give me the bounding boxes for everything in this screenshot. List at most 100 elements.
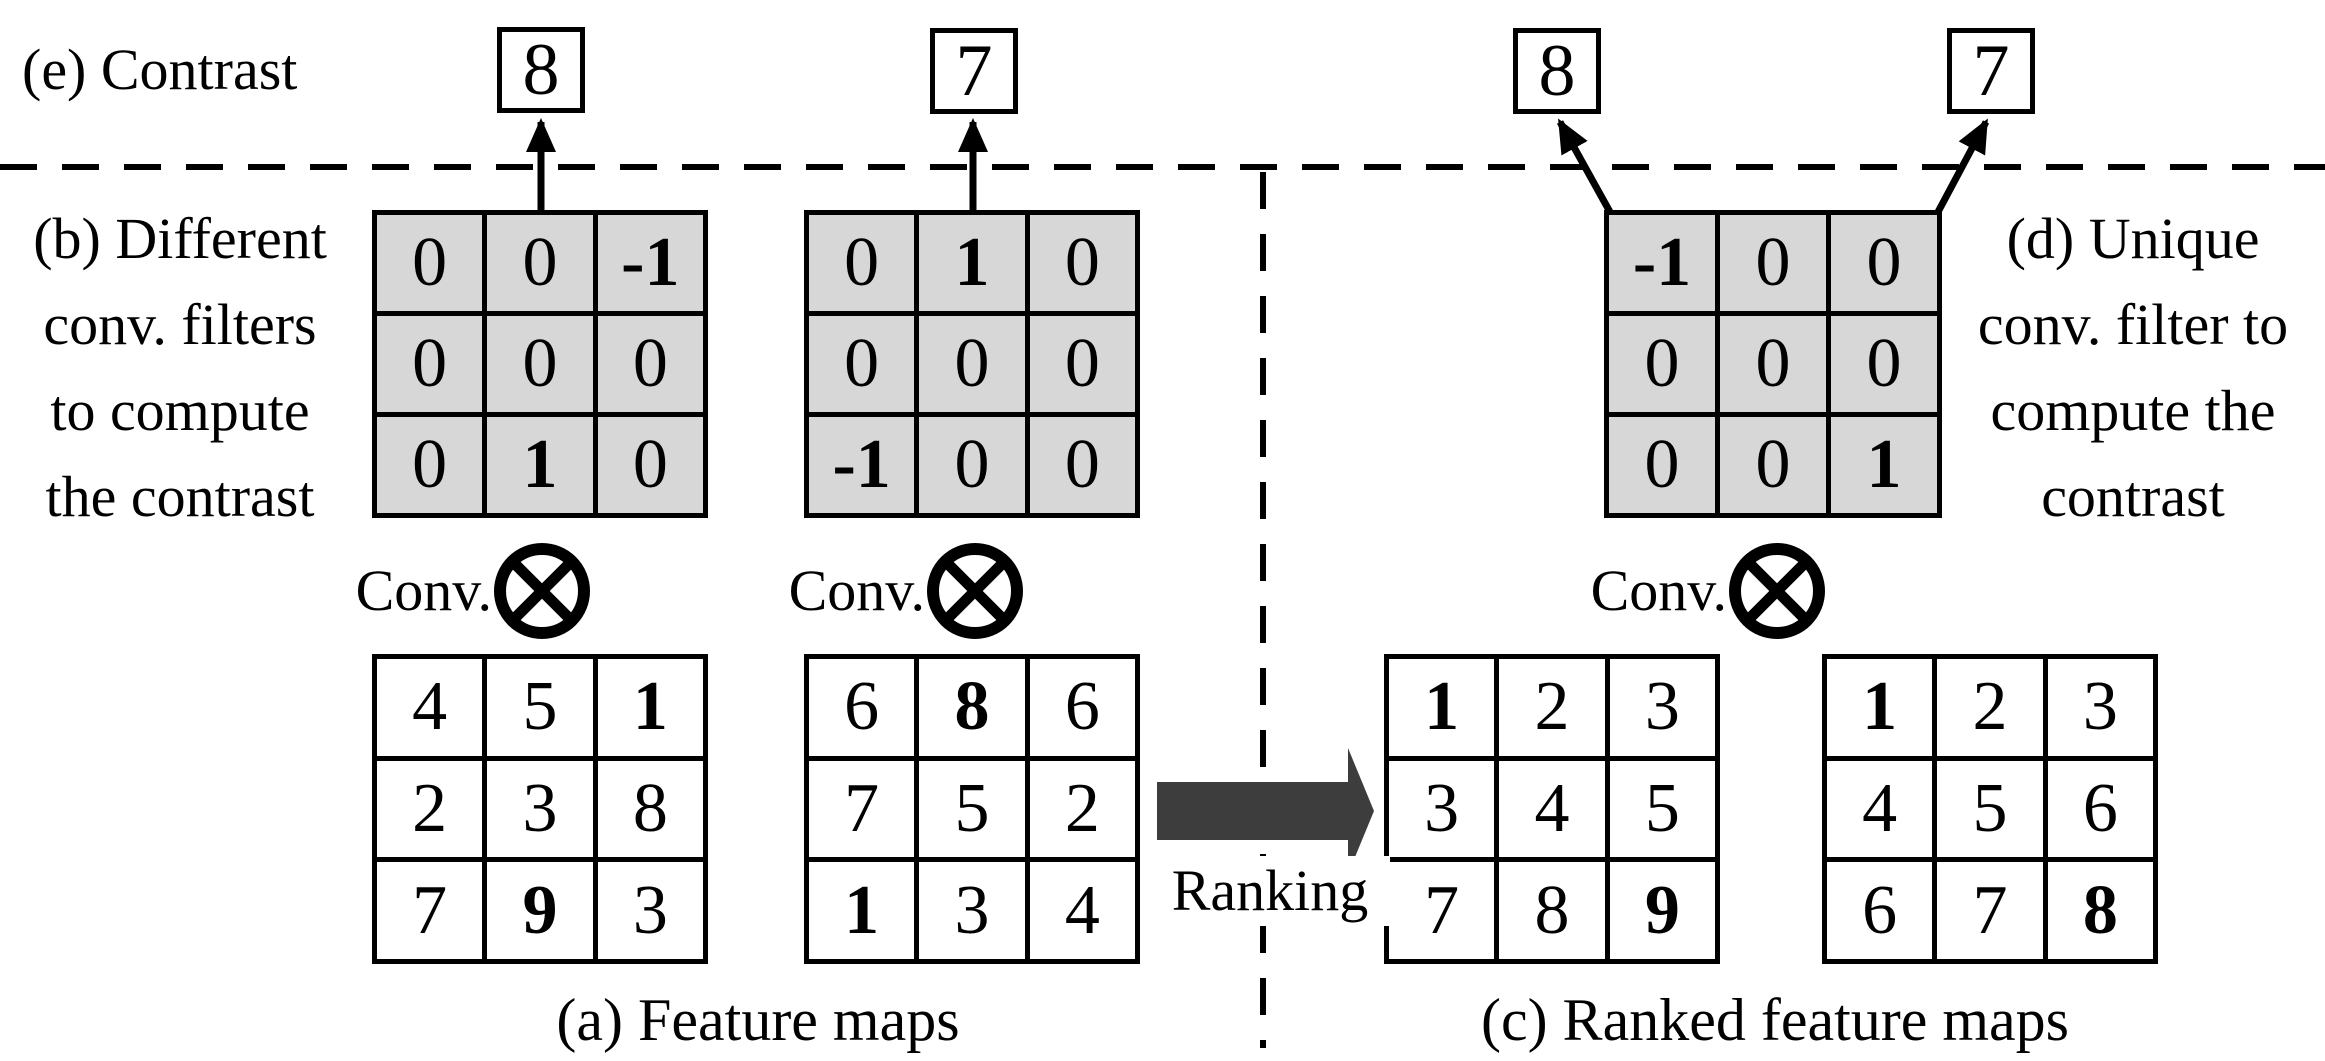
matrix-cell: 5 bbox=[1609, 760, 1715, 858]
matrix-cell: 7 bbox=[1389, 862, 1495, 959]
matrix-cell: 9 bbox=[487, 862, 593, 959]
matrix-cell: 3 bbox=[1389, 760, 1495, 858]
matrix-cell: 8 bbox=[1499, 862, 1605, 959]
panel-b-line-4: the contrast bbox=[45, 464, 315, 529]
matrix-cell: 6 bbox=[1827, 862, 1933, 959]
matrix-cell: 1 bbox=[1389, 659, 1495, 756]
matrix-cell: 0 bbox=[1029, 417, 1135, 513]
matrix-cell: 0 bbox=[1720, 215, 1826, 311]
matrix-cell: 6 bbox=[2047, 760, 2153, 858]
ranking-arrow bbox=[1157, 748, 1374, 874]
matrix-cell: 8 bbox=[919, 659, 1025, 756]
matrix-cell: 1 bbox=[809, 862, 915, 959]
matrix-cell: 1 bbox=[1827, 659, 1933, 756]
panel-d-line-4: contrast bbox=[2041, 464, 2225, 529]
panel-b-line-1: (b) Different bbox=[33, 206, 327, 271]
matrix-cell: 0 bbox=[1609, 316, 1715, 412]
matrix-cell: 7 bbox=[809, 760, 915, 858]
unique-filter-matrix: -1 0 0 0 0 0 0 0 1 bbox=[1604, 210, 1942, 518]
matrix-cell: 0 bbox=[377, 417, 483, 513]
matrix-cell: 0 bbox=[597, 316, 703, 412]
matrix-cell: 0 bbox=[1029, 215, 1135, 311]
panel-d-line-1: (d) Unique bbox=[2006, 206, 2260, 271]
panel-c-label: (c) Ranked feature maps bbox=[1480, 987, 2070, 1053]
matrix-cell: 0 bbox=[809, 215, 915, 311]
matrix-cell: 5 bbox=[919, 760, 1025, 858]
conv-label-2: Conv. bbox=[788, 558, 925, 623]
matrix-cell: 0 bbox=[487, 316, 593, 412]
matrix-cell: 1 bbox=[597, 659, 703, 756]
matrix-cell: 7 bbox=[1937, 862, 2043, 959]
conv-unit-3: Conv. bbox=[1567, 541, 1827, 641]
matrix-cell: 0 bbox=[1609, 417, 1715, 513]
contrast-value-3: 8 bbox=[1538, 29, 1576, 112]
matrix-cell: 0 bbox=[1720, 316, 1826, 412]
matrix-cell: 2 bbox=[1029, 760, 1135, 858]
matrix-cell: 0 bbox=[597, 417, 703, 513]
matrix-cell: 4 bbox=[377, 659, 483, 756]
matrix-cell: 4 bbox=[1029, 862, 1135, 959]
matrix-cell: 7 bbox=[377, 862, 483, 959]
filter-matrix-2: 0 1 0 0 0 0 -1 0 0 bbox=[804, 210, 1140, 518]
matrix-cell: 2 bbox=[377, 760, 483, 858]
panel-a-label: (a) Feature maps bbox=[556, 987, 960, 1053]
matrix-cell: -1 bbox=[597, 215, 703, 311]
matrix-cell: 0 bbox=[919, 417, 1025, 513]
matrix-cell: 0 bbox=[1720, 417, 1826, 513]
circled-times-icon bbox=[494, 543, 590, 639]
matrix-cell: 4 bbox=[1827, 760, 1933, 858]
panel-b-label: (b) Different conv. filters to compute t… bbox=[0, 196, 360, 540]
matrix-cell: 4 bbox=[1499, 760, 1605, 858]
conv-unit-2: Conv. bbox=[765, 541, 1025, 641]
matrix-cell: 0 bbox=[377, 215, 483, 311]
matrix-cell: 0 bbox=[1029, 316, 1135, 412]
circled-times-icon bbox=[927, 543, 1023, 639]
matrix-cell: 0 bbox=[919, 316, 1025, 412]
matrix-cell: 3 bbox=[487, 760, 593, 858]
contrast-box-4: 7 bbox=[1947, 28, 2035, 114]
ranking-label: Ranking bbox=[1150, 856, 1390, 926]
matrix-cell: 8 bbox=[597, 760, 703, 858]
matrix-cell: 6 bbox=[809, 659, 915, 756]
panel-e-label: (e) Contrast bbox=[22, 37, 298, 102]
matrix-cell: 0 bbox=[377, 316, 483, 412]
matrix-cell: 0 bbox=[809, 316, 915, 412]
panel-d-label: (d) Unique conv. filter to compute the c… bbox=[1944, 196, 2322, 540]
contrast-box-2: 7 bbox=[930, 28, 1018, 114]
matrix-cell: 0 bbox=[1831, 215, 1937, 311]
matrix-cell: 3 bbox=[919, 862, 1025, 959]
contrast-box-3: 8 bbox=[1513, 28, 1601, 114]
panel-d-line-2: conv. filter to bbox=[1977, 292, 2289, 357]
arrow-unique-filter-to-contrast-right bbox=[1934, 118, 1990, 214]
matrix-cell: 5 bbox=[487, 659, 593, 756]
matrix-cell: 1 bbox=[919, 215, 1025, 311]
matrix-cell: -1 bbox=[809, 417, 915, 513]
matrix-cell: 0 bbox=[487, 215, 593, 311]
contrast-value-4: 7 bbox=[1972, 29, 2010, 112]
matrix-cell: 6 bbox=[1029, 659, 1135, 756]
conv-unit-1: Conv. bbox=[332, 541, 592, 641]
matrix-cell: 5 bbox=[1937, 760, 2043, 858]
contrast-value-1: 8 bbox=[522, 28, 560, 111]
feature-map-1: 4 5 1 2 3 8 7 9 3 bbox=[372, 654, 708, 964]
matrix-cell: 3 bbox=[2047, 659, 2153, 756]
feature-map-2: 6 8 6 7 5 2 1 3 4 bbox=[804, 654, 1140, 964]
matrix-cell: 3 bbox=[1609, 659, 1715, 756]
matrix-cell: 3 bbox=[597, 862, 703, 959]
contrast-value-2: 7 bbox=[955, 29, 993, 112]
matrix-cell: 9 bbox=[1609, 862, 1715, 959]
panel-b-line-3: to compute bbox=[50, 378, 310, 443]
matrix-cell: 1 bbox=[487, 417, 593, 513]
arrow-unique-filter-to-contrast-left bbox=[1556, 118, 1614, 214]
filter-matrix-1: 0 0 -1 0 0 0 0 1 0 bbox=[372, 210, 708, 518]
panel-d-line-3: compute the bbox=[1990, 378, 2276, 443]
matrix-cell: 8 bbox=[2047, 862, 2153, 959]
matrix-cell: -1 bbox=[1609, 215, 1715, 311]
panel-b-line-2: conv. filters bbox=[43, 292, 317, 357]
matrix-cell: 1 bbox=[1831, 417, 1937, 513]
conv-label-1: Conv. bbox=[355, 558, 492, 623]
conv-label-3: Conv. bbox=[1590, 558, 1727, 623]
ranked-map-1: 1 2 3 3 4 5 7 8 9 bbox=[1384, 654, 1720, 964]
